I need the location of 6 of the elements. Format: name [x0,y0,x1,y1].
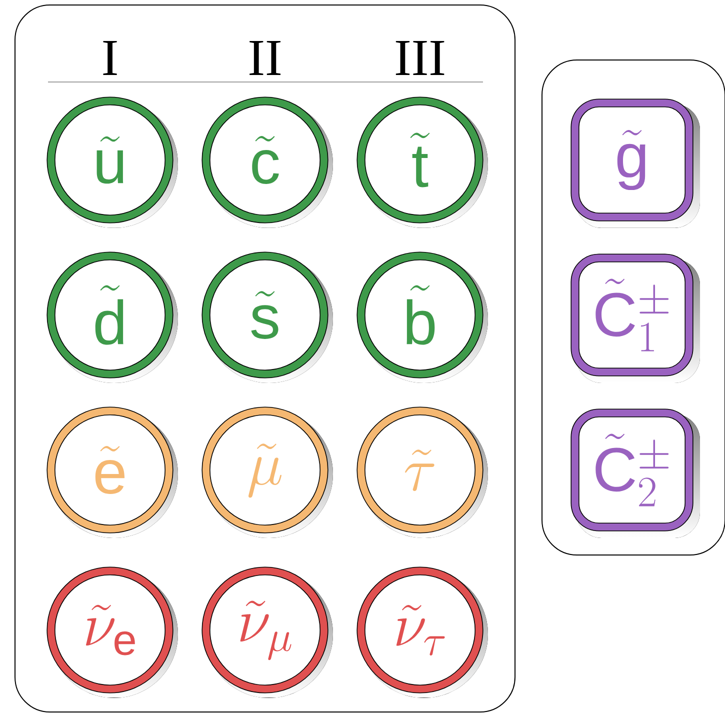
particle-box: $\tilde{\mathrm{C}}^{\pm}_{1}$ [570,254,700,383]
column-header: I [103,40,117,75]
particle-box: $\tilde{\mathrm{C}}^{\pm}_{2}$ [570,408,700,538]
column-header: II [250,40,280,75]
column-header: III [396,40,444,75]
particle-box: $\tilde{\mathrm{g}}$ [570,98,700,228]
